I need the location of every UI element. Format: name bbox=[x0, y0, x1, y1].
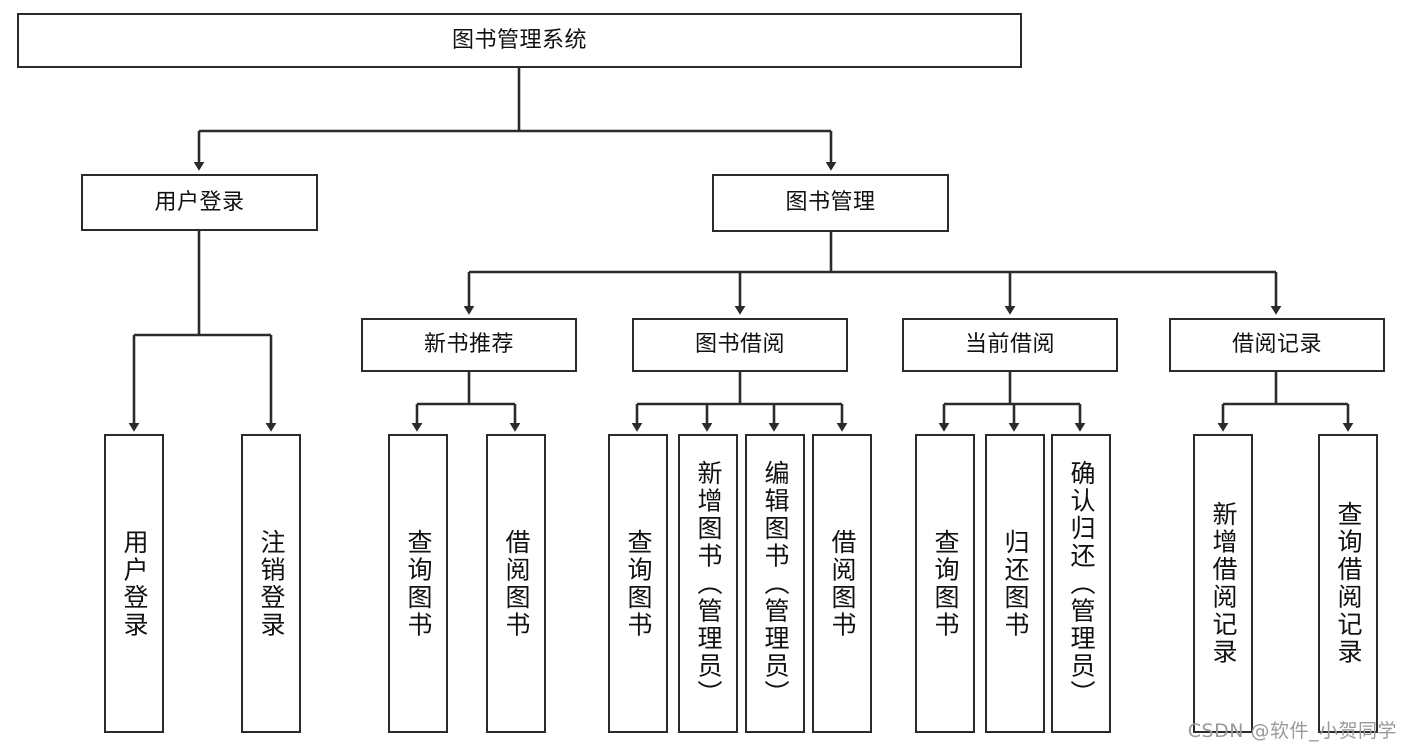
node-current-borrow[interactable]: 当前借阅 bbox=[902, 318, 1118, 372]
node-leaf-add-record[interactable]: 新增借阅记录 bbox=[1193, 434, 1253, 733]
node-leaf-query-book-2[interactable]: 查询图书 bbox=[608, 434, 668, 733]
node-user-login-label: 用户登录 bbox=[154, 189, 245, 215]
node-leaf-logout[interactable]: 注销登录 bbox=[241, 434, 301, 733]
watermark-text: CSDN @软件_小贺同学 bbox=[1187, 720, 1397, 742]
node-leaf-edit-book[interactable]: 编辑图书（管理员） bbox=[745, 434, 805, 733]
node-leaf-return-book[interactable]: 归还图书 bbox=[985, 434, 1045, 733]
node-borrow-record[interactable]: 借阅记录 bbox=[1169, 318, 1385, 372]
node-book-borrow[interactable]: 图书借阅 bbox=[632, 318, 848, 372]
node-leaf-query-book-3-label: 查询图书 bbox=[931, 528, 960, 639]
node-current-borrow-label: 当前借阅 bbox=[964, 332, 1055, 358]
node-leaf-query-record-label: 查询借阅记录 bbox=[1334, 501, 1363, 666]
node-leaf-return-book-label: 归还图书 bbox=[1001, 528, 1030, 639]
node-leaf-add-book[interactable]: 新增图书（管理员） bbox=[678, 434, 738, 733]
node-leaf-query-book-1-label: 查询图书 bbox=[404, 528, 433, 639]
node-borrow-record-label: 借阅记录 bbox=[1231, 332, 1322, 358]
node-leaf-edit-book-label: 编辑图书（管理员） bbox=[761, 459, 790, 708]
node-leaf-confirm-return-label: 确认归还（管理员） bbox=[1067, 459, 1096, 708]
node-leaf-borrow-book-2[interactable]: 借阅图书 bbox=[812, 434, 872, 733]
node-new-book-rec[interactable]: 新书推荐 bbox=[361, 318, 577, 372]
node-root-label: 图书管理系统 bbox=[451, 27, 587, 53]
node-user-login[interactable]: 用户登录 bbox=[81, 174, 318, 231]
node-book-borrow-label: 图书借阅 bbox=[694, 332, 785, 358]
node-new-book-rec-label: 新书推荐 bbox=[423, 332, 514, 358]
node-leaf-query-record[interactable]: 查询借阅记录 bbox=[1318, 434, 1378, 733]
node-leaf-add-record-label: 新增借阅记录 bbox=[1209, 501, 1238, 666]
node-leaf-confirm-return[interactable]: 确认归还（管理员） bbox=[1051, 434, 1111, 733]
node-root[interactable]: 图书管理系统 bbox=[17, 13, 1022, 68]
node-book-manage[interactable]: 图书管理 bbox=[712, 174, 949, 232]
node-leaf-user-login[interactable]: 用户登录 bbox=[104, 434, 164, 733]
node-leaf-borrow-book-1[interactable]: 借阅图书 bbox=[486, 434, 546, 733]
node-leaf-logout-label: 注销登录 bbox=[257, 528, 286, 639]
node-leaf-add-book-label: 新增图书（管理员） bbox=[694, 459, 723, 708]
node-leaf-query-book-1[interactable]: 查询图书 bbox=[388, 434, 448, 733]
node-leaf-borrow-book-2-label: 借阅图书 bbox=[828, 528, 857, 639]
node-book-manage-label: 图书管理 bbox=[785, 190, 876, 216]
node-leaf-borrow-book-1-label: 借阅图书 bbox=[502, 528, 531, 639]
node-leaf-query-book-3[interactable]: 查询图书 bbox=[915, 434, 975, 733]
node-leaf-user-login-label: 用户登录 bbox=[120, 528, 149, 639]
node-leaf-query-book-2-label: 查询图书 bbox=[624, 528, 653, 639]
